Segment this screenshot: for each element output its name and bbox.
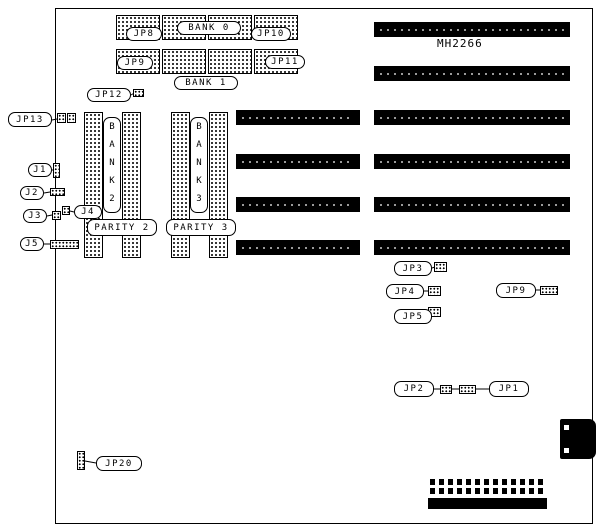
label-jp20: JP20 <box>96 456 142 471</box>
label-jp8: JP8 <box>126 27 162 41</box>
isa-slot-long-3 <box>374 110 570 125</box>
simm-socket-bank2-right <box>122 112 141 258</box>
jumper-block-j5 <box>50 240 79 249</box>
isa-slot-long-5 <box>374 197 570 212</box>
jumper-block-jp12 <box>133 89 144 97</box>
label-j2: J2 <box>20 186 44 200</box>
label-jp9-top: JP9 <box>117 56 153 70</box>
label-j4: J4 <box>74 205 102 219</box>
label-j3: J3 <box>23 209 47 223</box>
keyboard-connector <box>560 419 596 459</box>
jumper-block-jp3 <box>434 262 447 272</box>
label-jp4: JP4 <box>386 284 424 299</box>
simm-socket-bank3-left <box>171 112 190 258</box>
power-connector <box>428 477 550 513</box>
isa-slot-short-1 <box>236 110 360 125</box>
board-outline <box>55 8 593 524</box>
label-jp3: JP3 <box>394 261 432 276</box>
jumper-block-jp13-b <box>67 113 76 123</box>
label-bank0: BANK 0 <box>177 21 241 35</box>
board-model-text: MH2266 <box>437 37 483 50</box>
jumper-block-jp2 <box>440 385 452 394</box>
label-parity2: PARITY 2 <box>87 219 157 236</box>
dip-socket-bank1-2 <box>162 49 206 74</box>
jumper-block-j3 <box>52 211 61 220</box>
label-jp9-right: JP9 <box>496 283 536 298</box>
label-j1: J1 <box>28 163 52 177</box>
power-connector-pin-row-1 <box>430 479 545 485</box>
jumper-block-jp4 <box>428 286 441 296</box>
jumper-block-jp13-a <box>57 113 66 123</box>
jumper-block-jp1 <box>459 385 476 394</box>
label-bank1: BANK 1 <box>174 76 238 90</box>
label-jp5: JP5 <box>394 309 432 324</box>
label-jp11: JP11 <box>265 55 305 69</box>
isa-slot-long-6 <box>374 240 570 255</box>
jumper-block-j2 <box>50 188 65 196</box>
jumper-block-j4 <box>62 206 70 215</box>
label-jp2: JP2 <box>394 381 434 397</box>
isa-slot-short-4 <box>236 240 360 255</box>
dip-socket-bank1-3 <box>208 49 252 74</box>
label-bank2-vertical: BANK2 <box>103 117 121 213</box>
simm-socket-bank3-right <box>209 112 228 258</box>
jumper-block-j1 <box>53 163 60 178</box>
label-jp10: JP10 <box>251 27 291 41</box>
label-jp12: JP12 <box>87 88 131 102</box>
label-jp1: JP1 <box>489 381 529 397</box>
label-jp13: JP13 <box>8 112 52 127</box>
jumper-block-jp20 <box>77 451 85 470</box>
jumper-block-jp9-right <box>540 286 558 295</box>
label-bank3-vertical: BANK3 <box>190 117 208 213</box>
label-parity3: PARITY 3 <box>166 219 236 236</box>
label-j5: J5 <box>20 237 44 251</box>
isa-slot-long-2 <box>374 66 570 81</box>
power-connector-bar <box>428 498 547 509</box>
isa-slot-long-4 <box>374 154 570 169</box>
isa-slot-long-1 <box>374 22 570 37</box>
power-connector-pin-row-2 <box>430 488 545 494</box>
isa-slot-short-2 <box>236 154 360 169</box>
isa-slot-short-3 <box>236 197 360 212</box>
simm-socket-bank2-left <box>84 112 103 258</box>
